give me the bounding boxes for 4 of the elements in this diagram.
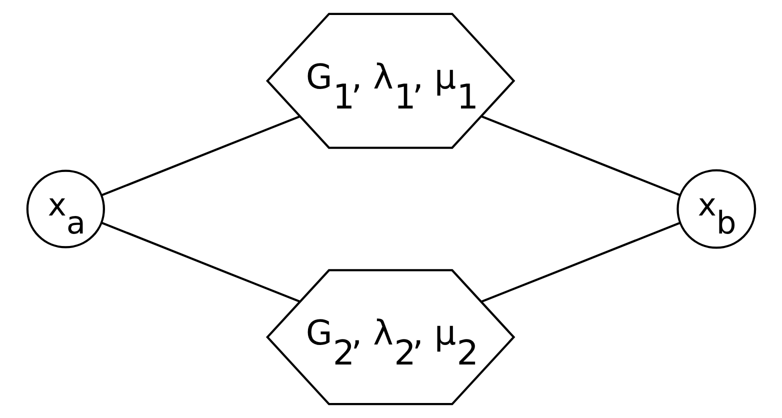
connector [100,115,300,196]
connector [480,222,680,303]
connector [100,222,300,303]
connector [480,115,680,196]
